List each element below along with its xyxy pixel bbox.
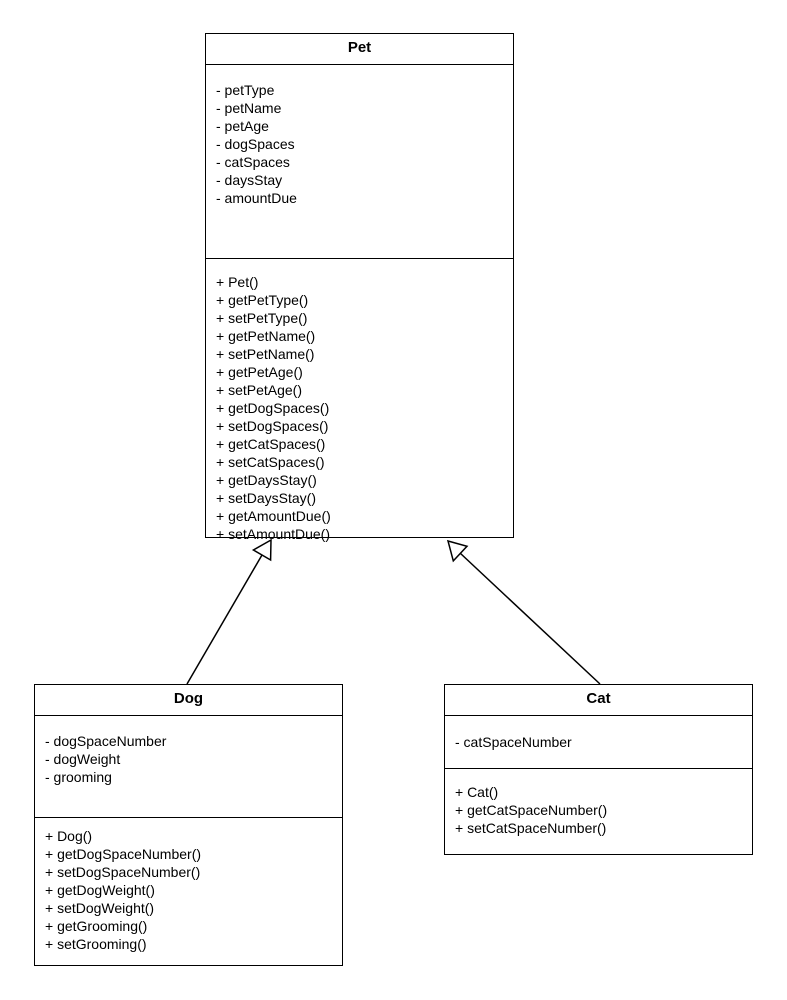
attribute: - dogSpaces — [216, 136, 295, 152]
method: + getPetType() — [216, 292, 309, 308]
class-cat-methods: + Cat() + getCatSpaceNumber() + setCatSp… — [445, 769, 752, 837]
cat-inheritance-line — [459, 552, 601, 685]
method: + Dog() — [45, 828, 93, 844]
method: + getPetAge() — [216, 364, 303, 380]
method: + Cat() — [455, 784, 499, 800]
attribute: - catSpaces — [216, 154, 290, 170]
method: + setDaysStay() — [216, 490, 316, 506]
dog-inheritance-arrowhead — [251, 538, 272, 562]
class-dog[interactable]: Dog - dogSpaceNumber - dogWeight - groom… — [34, 684, 343, 966]
method: + setPetName() — [216, 346, 315, 362]
method: + Pet() — [216, 274, 259, 290]
class-dog-methods: + Dog() + getDogSpaceNumber() + setDogSp… — [35, 818, 342, 953]
method: + getPetName() — [216, 328, 316, 344]
class-cat-name: Cat — [445, 685, 752, 716]
method: + getDogSpaces() — [216, 400, 330, 416]
method: + setDogSpaceNumber() — [45, 864, 201, 880]
dog-inheritance-line — [186, 554, 263, 685]
attribute: - amountDue — [216, 190, 297, 206]
method: + setPetType() — [216, 310, 308, 326]
method: + getDaysStay() — [216, 472, 317, 488]
method: + getCatSpaceNumber() — [455, 802, 608, 818]
class-dog-attributes: - dogSpaceNumber - dogWeight - grooming — [35, 716, 342, 818]
class-dog-name: Dog — [35, 685, 342, 716]
method: + setGrooming() — [45, 936, 147, 952]
class-pet-name: Pet — [206, 34, 513, 65]
class-cat[interactable]: Cat - catSpaceNumber + Cat() + getCatSpa… — [444, 684, 753, 855]
attribute: - catSpaceNumber — [455, 734, 572, 750]
attribute: - petName — [216, 100, 282, 116]
method: + setCatSpaces() — [216, 454, 325, 470]
attribute: - dogWeight — [45, 751, 121, 767]
method: + setPetAge() — [216, 382, 302, 398]
attribute: - petType — [216, 82, 275, 98]
method: + getDogWeight() — [45, 882, 155, 898]
attribute: - grooming — [45, 769, 112, 785]
attribute: - petAge — [216, 118, 269, 134]
method: + setDogSpaces() — [216, 418, 329, 434]
method: + setCatSpaceNumber() — [455, 820, 607, 836]
class-pet-methods: + Pet() + getPetType() + setPetType() + … — [206, 259, 513, 543]
class-cat-attributes: - catSpaceNumber — [445, 716, 752, 769]
class-pet[interactable]: Pet - petType - petName - petAge - dogSp… — [205, 33, 514, 542]
class-pet-attributes: - petType - petName - petAge - dogSpaces… — [206, 65, 513, 259]
method: + getAmountDue() — [216, 508, 331, 524]
method: + setDogWeight() — [45, 900, 155, 916]
method: + getCatSpaces() — [216, 436, 326, 452]
method: + getGrooming() — [45, 918, 148, 934]
method: + setAmountDue() — [216, 526, 330, 542]
cat-inheritance-arrowhead — [446, 539, 469, 563]
attribute: - daysStay — [216, 172, 283, 188]
attribute: - dogSpaceNumber — [45, 733, 167, 749]
method: + getDogSpaceNumber() — [45, 846, 202, 862]
